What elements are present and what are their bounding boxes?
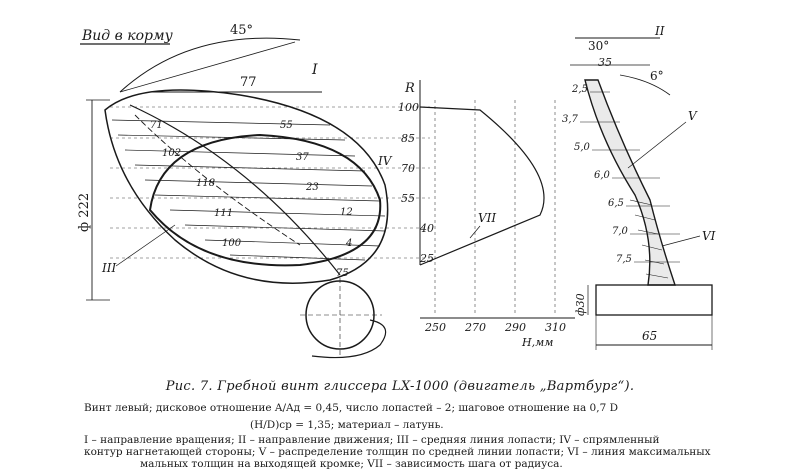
r-tick-70: 70 — [401, 162, 415, 175]
label-V: V — [688, 109, 698, 123]
leader-V — [627, 121, 687, 169]
caption-line-4: контур нагнетающей стороны; V – распреде… — [84, 446, 711, 458]
blade-width-102: 102 — [162, 148, 181, 159]
thickness-2-5: 2,5 — [571, 84, 588, 95]
blade-hatching — [111, 119, 386, 261]
h-tick-250: 250 — [424, 321, 446, 334]
dim-30-label: ф30 — [574, 293, 587, 316]
label-VI: VI — [702, 229, 716, 243]
blade-width-118: 118 — [196, 178, 215, 189]
dim-35-label: 35 — [598, 56, 612, 69]
caption-line-1: Винт левый; дисковое отношение A/Aд = 0,… — [84, 402, 619, 414]
right-width-37: 37 — [296, 152, 309, 163]
h-grid — [434, 100, 556, 315]
rake-angle-label: 30° — [588, 39, 609, 53]
view-label: Вид в корму — [81, 28, 174, 44]
r-tick-55: 55 — [401, 192, 415, 205]
leading-edge-curve — [129, 104, 341, 276]
thickness-7-0: 7,0 — [612, 226, 629, 237]
leader-VII — [469, 225, 481, 239]
blade-width-75: 75 — [336, 268, 349, 279]
dim-65-label: 65 — [642, 329, 657, 343]
pitch-curve-VII — [419, 106, 545, 266]
contour-IV — [148, 133, 382, 267]
thickness-5-0: 5,0 — [574, 142, 591, 153]
right-width-12: 12 — [340, 207, 353, 218]
thickness-leaders — [580, 91, 680, 263]
hub-blade-root — [311, 319, 387, 359]
diameter-label: ф 222 — [77, 193, 92, 232]
h-axis-label: H,мм — [521, 336, 553, 349]
thickness-3-7: 3,7 — [562, 114, 579, 125]
sweep-ray — [119, 41, 296, 93]
label-IV: IV — [377, 154, 393, 168]
mid-line-III — [134, 114, 301, 246]
leader-III — [115, 224, 176, 267]
thickness-6-0: 6,0 — [594, 170, 611, 181]
dim-77-label: 77 — [240, 75, 257, 90]
caption-line-5: мальных толщин на выходящей кромке; VII … — [140, 458, 563, 470]
blade-outline — [104, 89, 389, 284]
h-tick-290: 290 — [504, 321, 526, 334]
blade-width-100: 100 — [222, 238, 242, 249]
blade-width-111: 111 — [214, 208, 233, 219]
hub-section — [595, 284, 713, 316]
thickness-6-5: 6,5 — [608, 198, 624, 209]
h-tick-310: 310 — [545, 321, 566, 334]
r-tick-100: 100 — [398, 101, 419, 114]
thickness-7-5: 7,5 — [616, 254, 632, 265]
leader-VI — [661, 235, 701, 247]
right-width-4: 4 — [345, 238, 352, 249]
label-I: I — [311, 62, 318, 78]
sweep-arc — [119, 37, 301, 93]
label-III: III — [101, 261, 116, 275]
caption-line-3: I – направление вращения; II – направлен… — [84, 434, 660, 446]
r-tick-85: 85 — [401, 132, 415, 145]
section-hatching — [629, 199, 669, 279]
sweep-angle-label: 45° — [230, 23, 253, 38]
caption-line-2: (H/D)ср = 1,35; материал – латунь. — [250, 419, 444, 431]
label-VII: VII — [478, 211, 496, 225]
right-width-23: 23 — [305, 182, 319, 193]
caption-title: Рис. 7. Гребной винт глиссера LX-1000 (д… — [165, 379, 635, 394]
right-width-55: 55 — [280, 120, 293, 131]
h-tick-270: 270 — [464, 321, 486, 334]
r-tick-40: 40 — [419, 222, 434, 235]
tip-angle-label: 6° — [650, 69, 664, 83]
blade-width-71: 71 — [150, 120, 163, 131]
label-II: II — [654, 24, 665, 38]
r-tick-25: 25 — [419, 252, 434, 265]
tip-arc — [619, 74, 671, 96]
r-axis-label: R — [404, 81, 415, 96]
